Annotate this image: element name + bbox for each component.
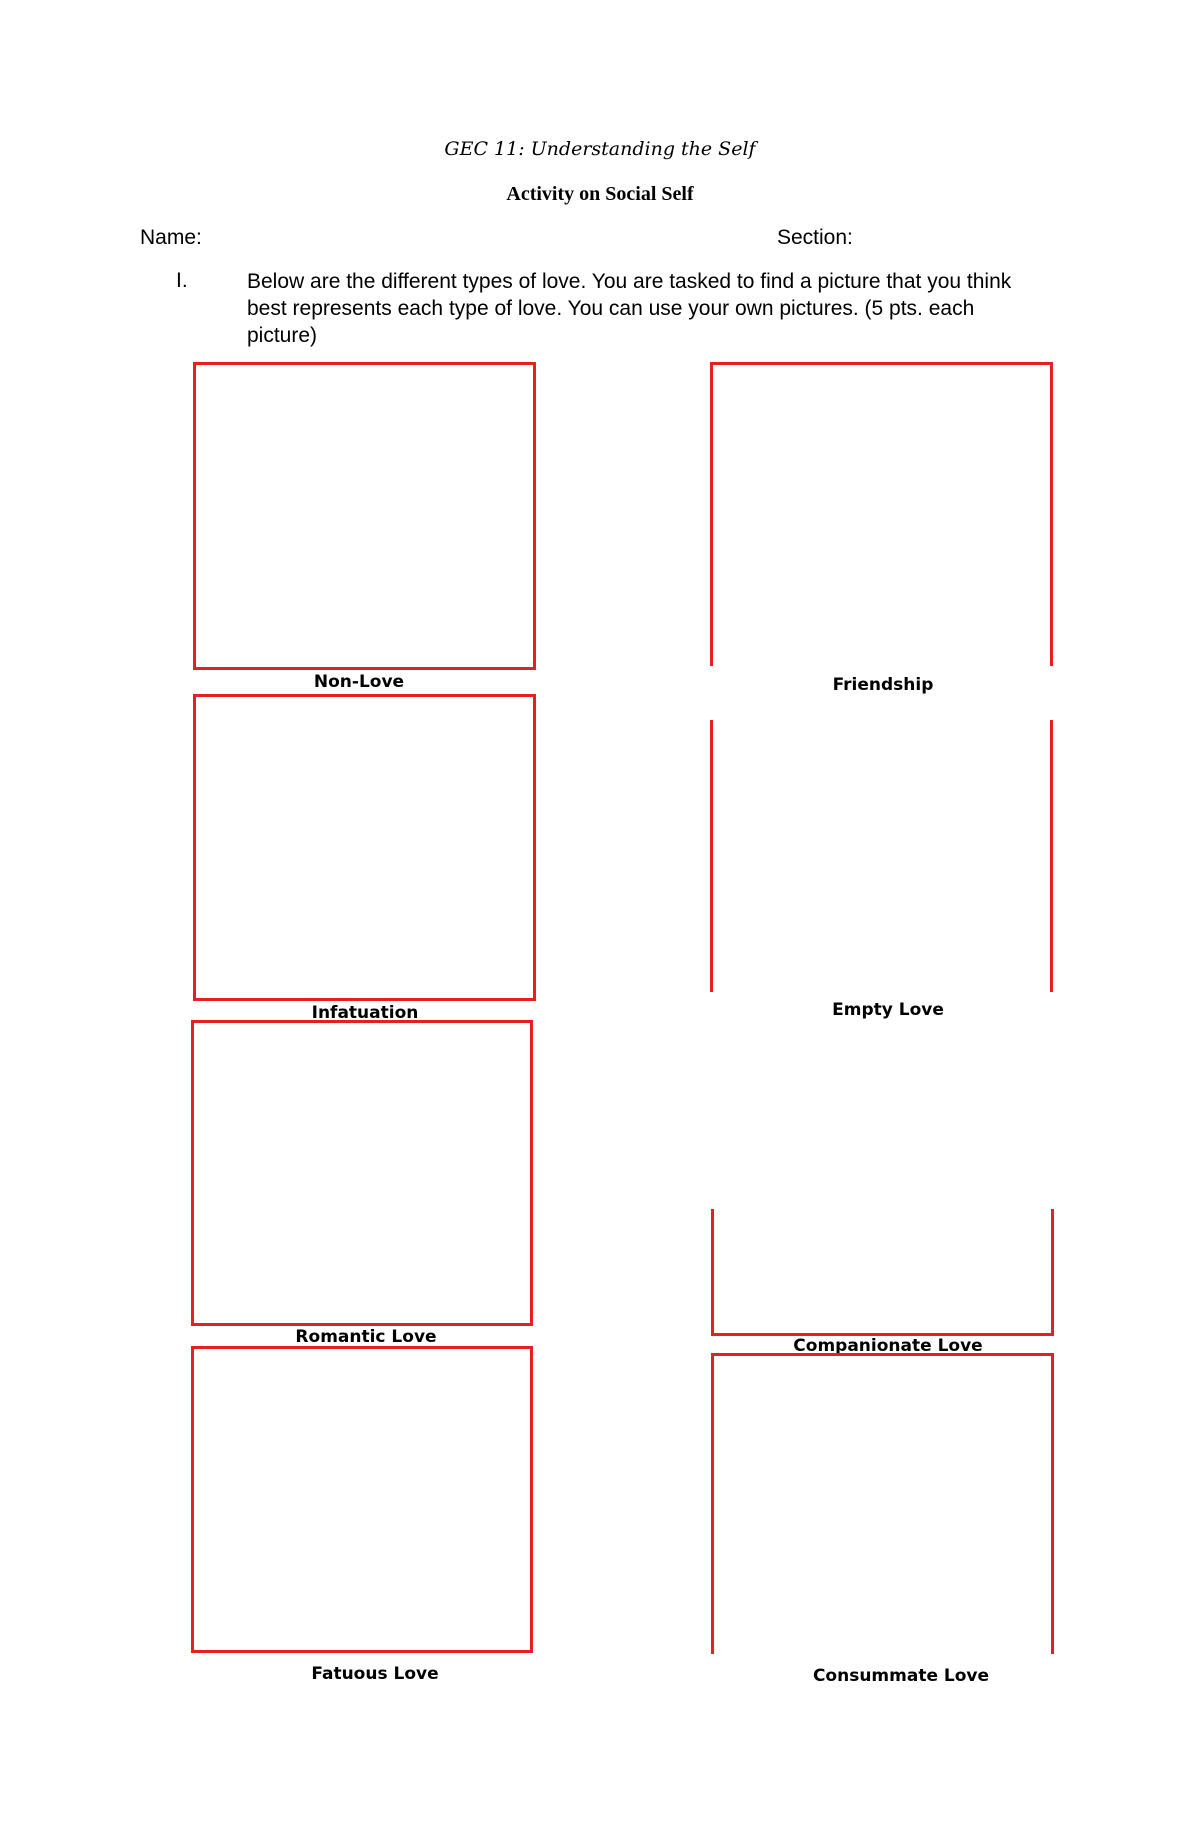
section-label: Section: (777, 226, 853, 249)
picture-label-friendship: Friendship (832, 675, 934, 695)
picture-frame-empty-love[interactable] (710, 720, 1053, 992)
activity-title: Activity on Social Self (506, 183, 694, 205)
picture-label-infatuation: Infatuation (311, 1003, 419, 1023)
name-label: Name: (140, 226, 202, 249)
course-title: GEC 11: Understanding the Self (444, 138, 756, 160)
picture-frame-friendship[interactable] (710, 362, 1053, 666)
picture-frame-non-love[interactable] (193, 362, 536, 670)
picture-frame-romantic-love[interactable] (191, 1020, 533, 1326)
picture-label-fatuous-love: Fatuous Love (311, 1664, 439, 1684)
picture-frame-fatuous-love[interactable] (191, 1346, 533, 1653)
picture-label-empty-love: Empty Love (832, 1000, 944, 1020)
picture-label-consummate-love: Consummate Love (812, 1666, 990, 1686)
instructions-text: Below are the different types of love. Y… (247, 270, 1012, 347)
item-number: I. (176, 269, 188, 292)
picture-label-non-love: Non-Love (313, 672, 405, 692)
picture-frame-infatuation[interactable] (193, 694, 536, 1001)
picture-frame-consummate-love[interactable] (711, 1353, 1054, 1654)
picture-label-companionate-love: Companionate Love (793, 1336, 983, 1356)
picture-label-romantic-love: Romantic Love (295, 1327, 437, 1347)
picture-frame-companionate-love[interactable] (711, 1209, 1054, 1336)
